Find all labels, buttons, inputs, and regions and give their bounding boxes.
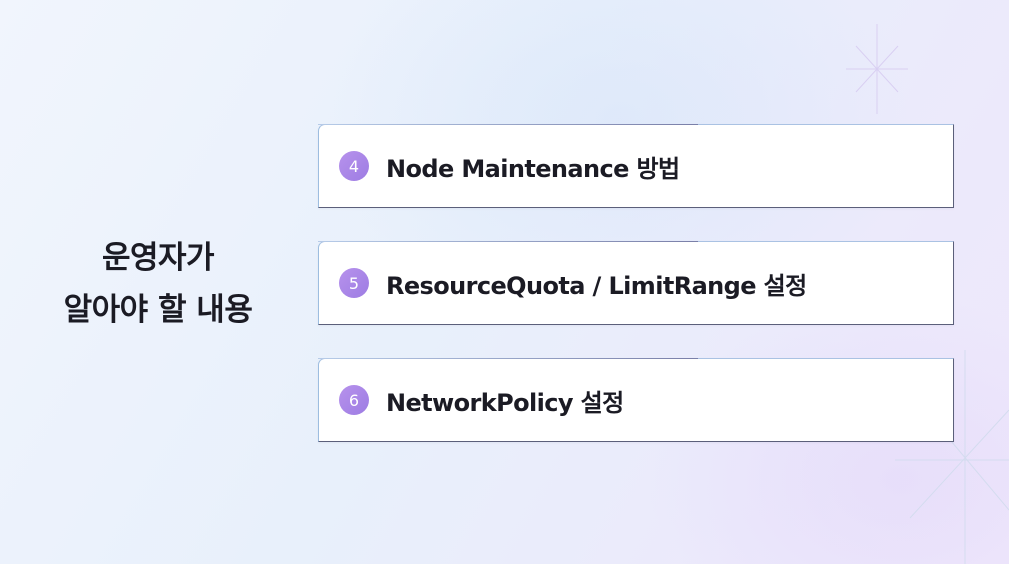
heading-line-2: 알아야 할 내용 bbox=[63, 292, 253, 328]
topic-list: 4 Node Maintenance 방법 5 ResourceQuota / … bbox=[318, 124, 954, 475]
number-badge: 4 bbox=[339, 151, 369, 181]
page-heading: 운영자가 알아야 할 내용 bbox=[40, 232, 276, 336]
number-badge: 5 bbox=[339, 268, 369, 298]
topic-label: ResourceQuota / LimitRange 설정 bbox=[386, 271, 807, 300]
sparkle-icon bbox=[846, 24, 908, 114]
number-badge: 6 bbox=[339, 385, 369, 415]
heading-line-1: 운영자가 bbox=[101, 240, 215, 276]
topic-label: Node Maintenance 방법 bbox=[386, 154, 680, 183]
topic-card: 6 NetworkPolicy 설정 bbox=[318, 358, 954, 442]
topic-label: NetworkPolicy 설정 bbox=[386, 388, 624, 417]
topic-card: 5 ResourceQuota / LimitRange 설정 bbox=[318, 241, 954, 325]
topic-card: 4 Node Maintenance 방법 bbox=[318, 124, 954, 208]
